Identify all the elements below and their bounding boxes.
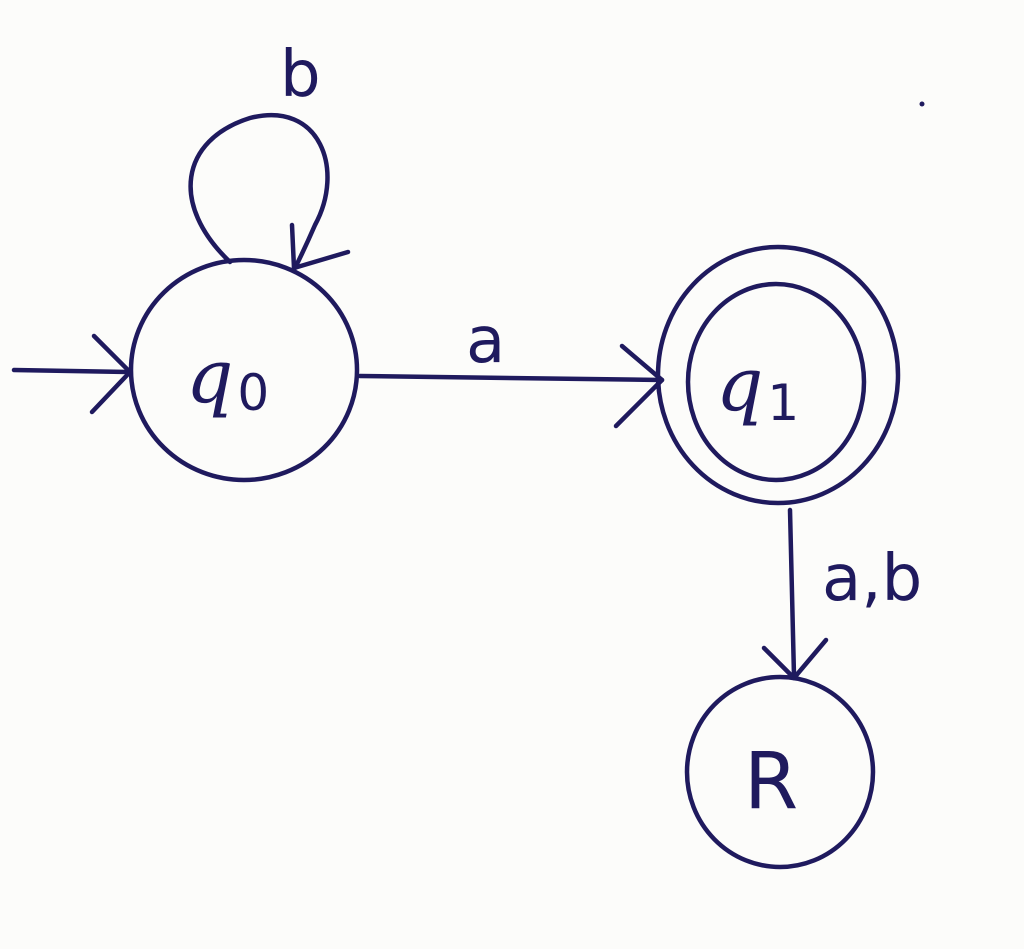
state-q0-circle <box>128 257 360 483</box>
ink-speck <box>919 101 925 107</box>
state-q1-inner-circle <box>685 281 867 483</box>
self-loop-q0 <box>188 112 351 271</box>
state-R-circle <box>684 674 876 870</box>
transition-q0-q1 <box>357 343 665 429</box>
start-arrow <box>11 333 133 415</box>
state-q0: q0 <box>128 257 360 483</box>
transition-q0-q1-label: a <box>466 304 505 378</box>
transition-q1-R-label: a,b <box>822 542 922 616</box>
state-q0-label: q <box>186 334 233 420</box>
state-q0-subscript: 0 <box>237 364 269 422</box>
svg-text:q0: q0 <box>186 334 269 422</box>
self-loop-q0-label: b <box>280 38 321 112</box>
state-q1-outer-circle <box>655 244 901 506</box>
state-q1-subscript: 1 <box>767 374 799 432</box>
state-q1: q1 <box>655 244 901 506</box>
transition-q1-R <box>761 507 829 681</box>
state-R-label: R <box>744 737 798 827</box>
state-R: R <box>684 674 876 870</box>
state-q1-label: q <box>716 342 763 428</box>
svg-text:q1: q1 <box>716 342 799 432</box>
